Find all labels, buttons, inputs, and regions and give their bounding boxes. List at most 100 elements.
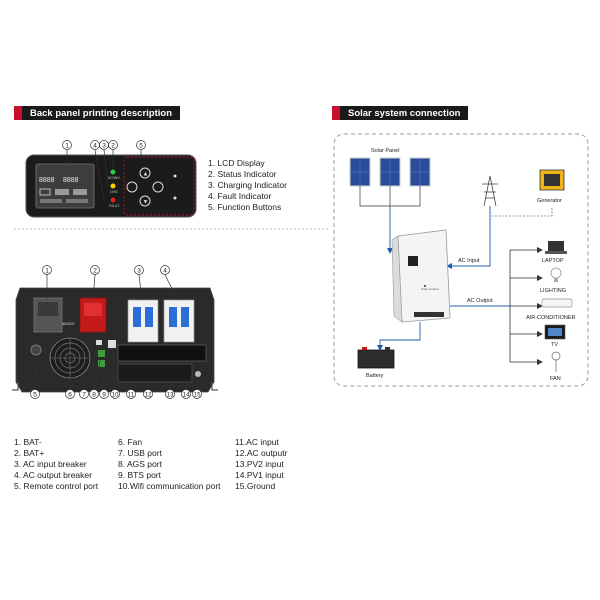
battery-connection: [379, 322, 421, 348]
load-label-laptop: LAPTOP: [542, 258, 564, 264]
legend-item: 12.AC outputr: [235, 448, 288, 458]
grid-to-inverter: [450, 206, 491, 267]
legend-item: 1. BAT-: [14, 437, 42, 447]
fan-icon: [551, 351, 561, 372]
lcd-segment: [40, 199, 62, 203]
legend-item: 14.PV1 input: [235, 470, 284, 480]
callout-2: 2: [111, 143, 115, 150]
svg-text:10: 10: [112, 393, 119, 399]
solar-header: Solar system connection: [332, 106, 469, 120]
function-buttons-frame: [123, 156, 195, 216]
legend-item: 7. USB port: [118, 448, 162, 458]
solar-panel-label: Solar Panel: [371, 148, 399, 154]
lcd-digits-right: 8888: [63, 177, 79, 184]
svg-text:8: 8: [92, 392, 96, 399]
back-panel-legend-col1: 1. BAT- 2. BAT+ 3. AC input breaker 4. A…: [14, 437, 98, 492]
lcd-segment: [73, 189, 87, 195]
svg-text:6: 6: [68, 392, 72, 399]
ac-output-label: AC Output: [467, 298, 493, 304]
legend-item: 15.Ground: [235, 481, 276, 491]
svg-text:1: 1: [45, 268, 49, 275]
usb-port: [96, 340, 102, 345]
svg-text:12: 12: [145, 393, 152, 399]
load-label-lighting: LIGHTING: [540, 288, 566, 294]
header-accent: [332, 106, 340, 120]
breaker-switch: [181, 307, 189, 327]
bts-port: [98, 360, 105, 367]
svg-text:9: 9: [102, 392, 106, 399]
lcd-display: [35, 163, 95, 209]
function-button-dot: [173, 174, 177, 178]
legend-item: 1. LCD Display: [208, 158, 265, 168]
svg-text:5: 5: [33, 392, 37, 399]
svg-text:7: 7: [82, 392, 86, 399]
led-label-charging: CHG: [110, 190, 118, 194]
legend-item: 2. Status Indicator: [208, 169, 277, 179]
fault-led-icon: [110, 197, 116, 203]
breaker-switch: [145, 307, 153, 327]
generator-icon: [539, 169, 565, 191]
mounting-bracket-right: [211, 382, 218, 391]
legend-item: 10.Wifi communication port: [118, 481, 221, 491]
legend-item: 2. BAT+: [14, 448, 45, 458]
tv-icon: [544, 324, 566, 340]
callout-1: 1: [65, 143, 69, 150]
solar-header-title: Solar system connection: [340, 106, 469, 120]
callout-3: 3: [102, 143, 106, 150]
lcd-battery-icon: [39, 188, 51, 196]
legend-item: 9. BTS port: [118, 470, 161, 480]
laptop-icon: [545, 241, 567, 254]
terminal-block: [117, 344, 207, 362]
charging-led-icon: [110, 183, 116, 189]
callout-4: 4: [93, 143, 97, 150]
front-callouts: 1 4 3 2 5: [62, 140, 146, 201]
terminal-strip: [117, 363, 193, 383]
led-label-fault: FAULT: [109, 204, 120, 208]
solar-system-frame: [333, 133, 589, 387]
header-accent: [14, 106, 22, 120]
solar-panel-3: [409, 157, 431, 187]
lighting-icon: [550, 267, 562, 282]
ac-input-breaker: [127, 299, 159, 343]
legend-item: 3. AC input breaker: [14, 459, 87, 469]
lcd-segment: [55, 189, 69, 195]
back-bottom-callouts: 5 6 7 8 9 10 11 12 13 14 15: [30, 344, 202, 399]
svg-text:13: 13: [167, 393, 174, 399]
bat-positive-cap: [84, 303, 102, 316]
svg-text:4: 4: [163, 268, 167, 275]
esc-button: [152, 181, 164, 193]
svg-text:15: 15: [194, 393, 201, 399]
legend-item: 13.PV2 input: [235, 459, 284, 469]
ags-port: [98, 350, 105, 357]
status-led-icon: [110, 169, 116, 175]
load-label-tv: TV: [551, 342, 558, 348]
breaker-switch: [169, 307, 177, 327]
up-arrow-icon: ▲: [143, 172, 149, 178]
back-panel-legend-col3: 11.AC input 12.AC outputr 13.PV2 input 1…: [235, 437, 287, 492]
lcd-segment: [66, 199, 88, 203]
function-button-dot: [173, 196, 177, 200]
lcd-digits-left: 8888: [39, 177, 55, 184]
bat-negative-cap: [38, 302, 58, 316]
back-panel-header: Back panel printing description: [14, 106, 180, 120]
legend-item: 5. Remote control port: [14, 481, 99, 491]
led-label-status: AC/INV: [108, 176, 120, 180]
down-arrow-icon: ▼: [143, 200, 149, 206]
air-conditioner-icon: [541, 298, 573, 308]
remote-control-port: [30, 344, 42, 356]
legend-item: 3. Charging Indicator: [208, 180, 287, 190]
legend-item: 4. Fault Indicator: [208, 191, 272, 201]
legend-item: 11.AC input: [235, 437, 279, 447]
back-top-callouts: 1 2 3 4: [42, 265, 179, 301]
back-panel-header-title: Back panel printing description: [22, 106, 180, 120]
enter-button: [126, 181, 138, 193]
mounting-bracket-left: [12, 382, 19, 391]
svg-text:11: 11: [128, 393, 135, 399]
svg-text:Solar Inverter: Solar Inverter: [421, 287, 439, 291]
voltage-label: 48VDC: [62, 321, 75, 326]
battery-label: Battery: [366, 373, 384, 379]
front-panel-legend: 1. LCD Display 2. Status Indicator 3. Ch…: [208, 158, 287, 213]
ground-screw: [195, 371, 201, 377]
svg-text:14: 14: [183, 393, 190, 399]
